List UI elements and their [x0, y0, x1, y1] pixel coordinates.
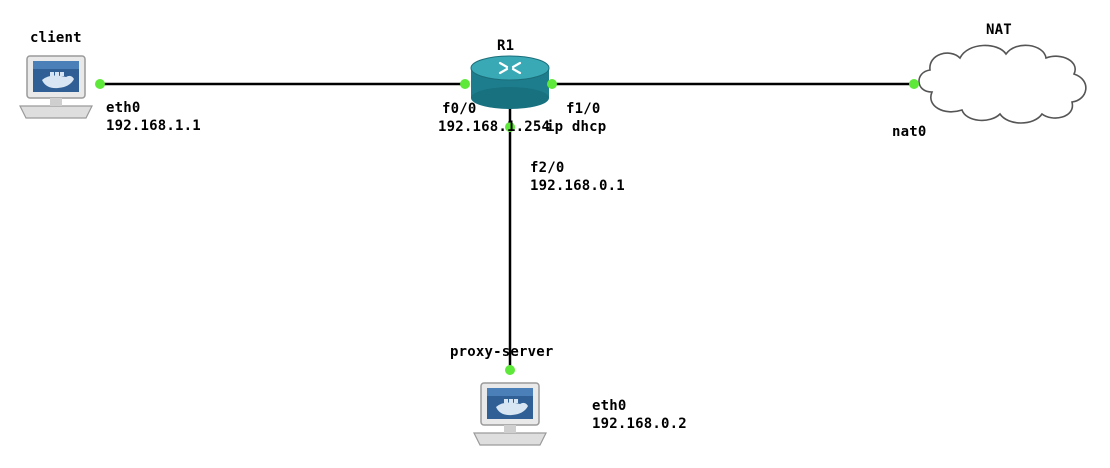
r1-f20-ip: 192.168.0.1 — [530, 178, 625, 194]
proxy-eth0-name: eth0 — [592, 398, 627, 414]
nat-node-label: NAT — [986, 22, 1012, 38]
port-nat0[interactable] — [909, 79, 919, 89]
client-eth0-name: eth0 — [106, 100, 141, 116]
proxy-host-icon[interactable] — [473, 382, 547, 446]
r1-f20-name: f2/0 — [530, 160, 565, 176]
client-node-label: client — [30, 30, 82, 46]
proxy-node-label: proxy-server — [450, 344, 554, 360]
port-proxy-eth0[interactable] — [505, 365, 515, 375]
nat0-name: nat0 — [892, 124, 927, 140]
client-eth0-ip: 192.168.1.1 — [106, 118, 201, 134]
port-r1-f00[interactable] — [460, 79, 470, 89]
client-host-icon[interactable] — [19, 55, 93, 119]
router-node-label: R1 — [497, 38, 515, 54]
port-r1-f20[interactable] — [505, 122, 515, 132]
r1-f00-ip: 192.168.1.254 — [438, 119, 551, 135]
port-r1-f10[interactable] — [547, 79, 557, 89]
cloud-icon[interactable] — [918, 44, 1087, 124]
port-client-eth0[interactable] — [95, 79, 105, 89]
proxy-eth0-ip: 192.168.0.2 — [592, 416, 687, 432]
r1-f10-ip: ip dhcp — [546, 119, 607, 135]
router-icon[interactable] — [470, 55, 550, 109]
r1-f00-name: f0/0 — [442, 101, 477, 117]
r1-f10-name: f1/0 — [566, 101, 601, 117]
